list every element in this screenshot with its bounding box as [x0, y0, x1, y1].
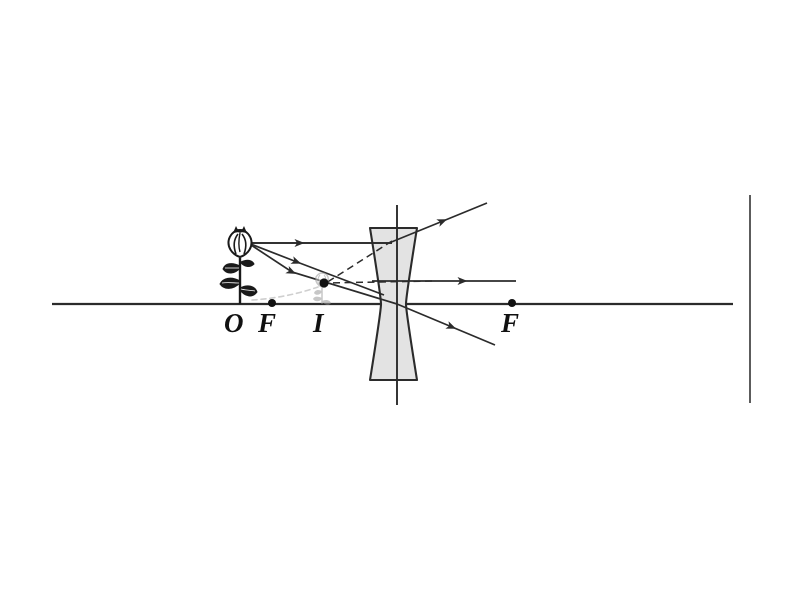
virtual-ray-upper-back: [325, 240, 393, 284]
label-I: I: [313, 308, 324, 338]
image-head-dot: [319, 278, 329, 288]
ray-diverged-upper: [388, 202, 488, 244]
focus-dot-left: [268, 299, 276, 307]
virtual-ray-horizontal-back: [325, 280, 433, 284]
label-F-far: F: [501, 308, 520, 338]
object-rose: [219, 226, 258, 304]
ray-to-far-focus-incident: [247, 242, 385, 296]
label-F-near: F: [258, 308, 277, 338]
ghost-trace: [251, 286, 319, 301]
diverging-lens: [368, 226, 419, 382]
ray-to-center-incident: [247, 242, 398, 305]
ray-through-center: [396, 303, 496, 346]
label-O: O: [224, 308, 244, 338]
focus-dot-right: [508, 299, 516, 307]
virtual-image-rose: [313, 272, 331, 305]
